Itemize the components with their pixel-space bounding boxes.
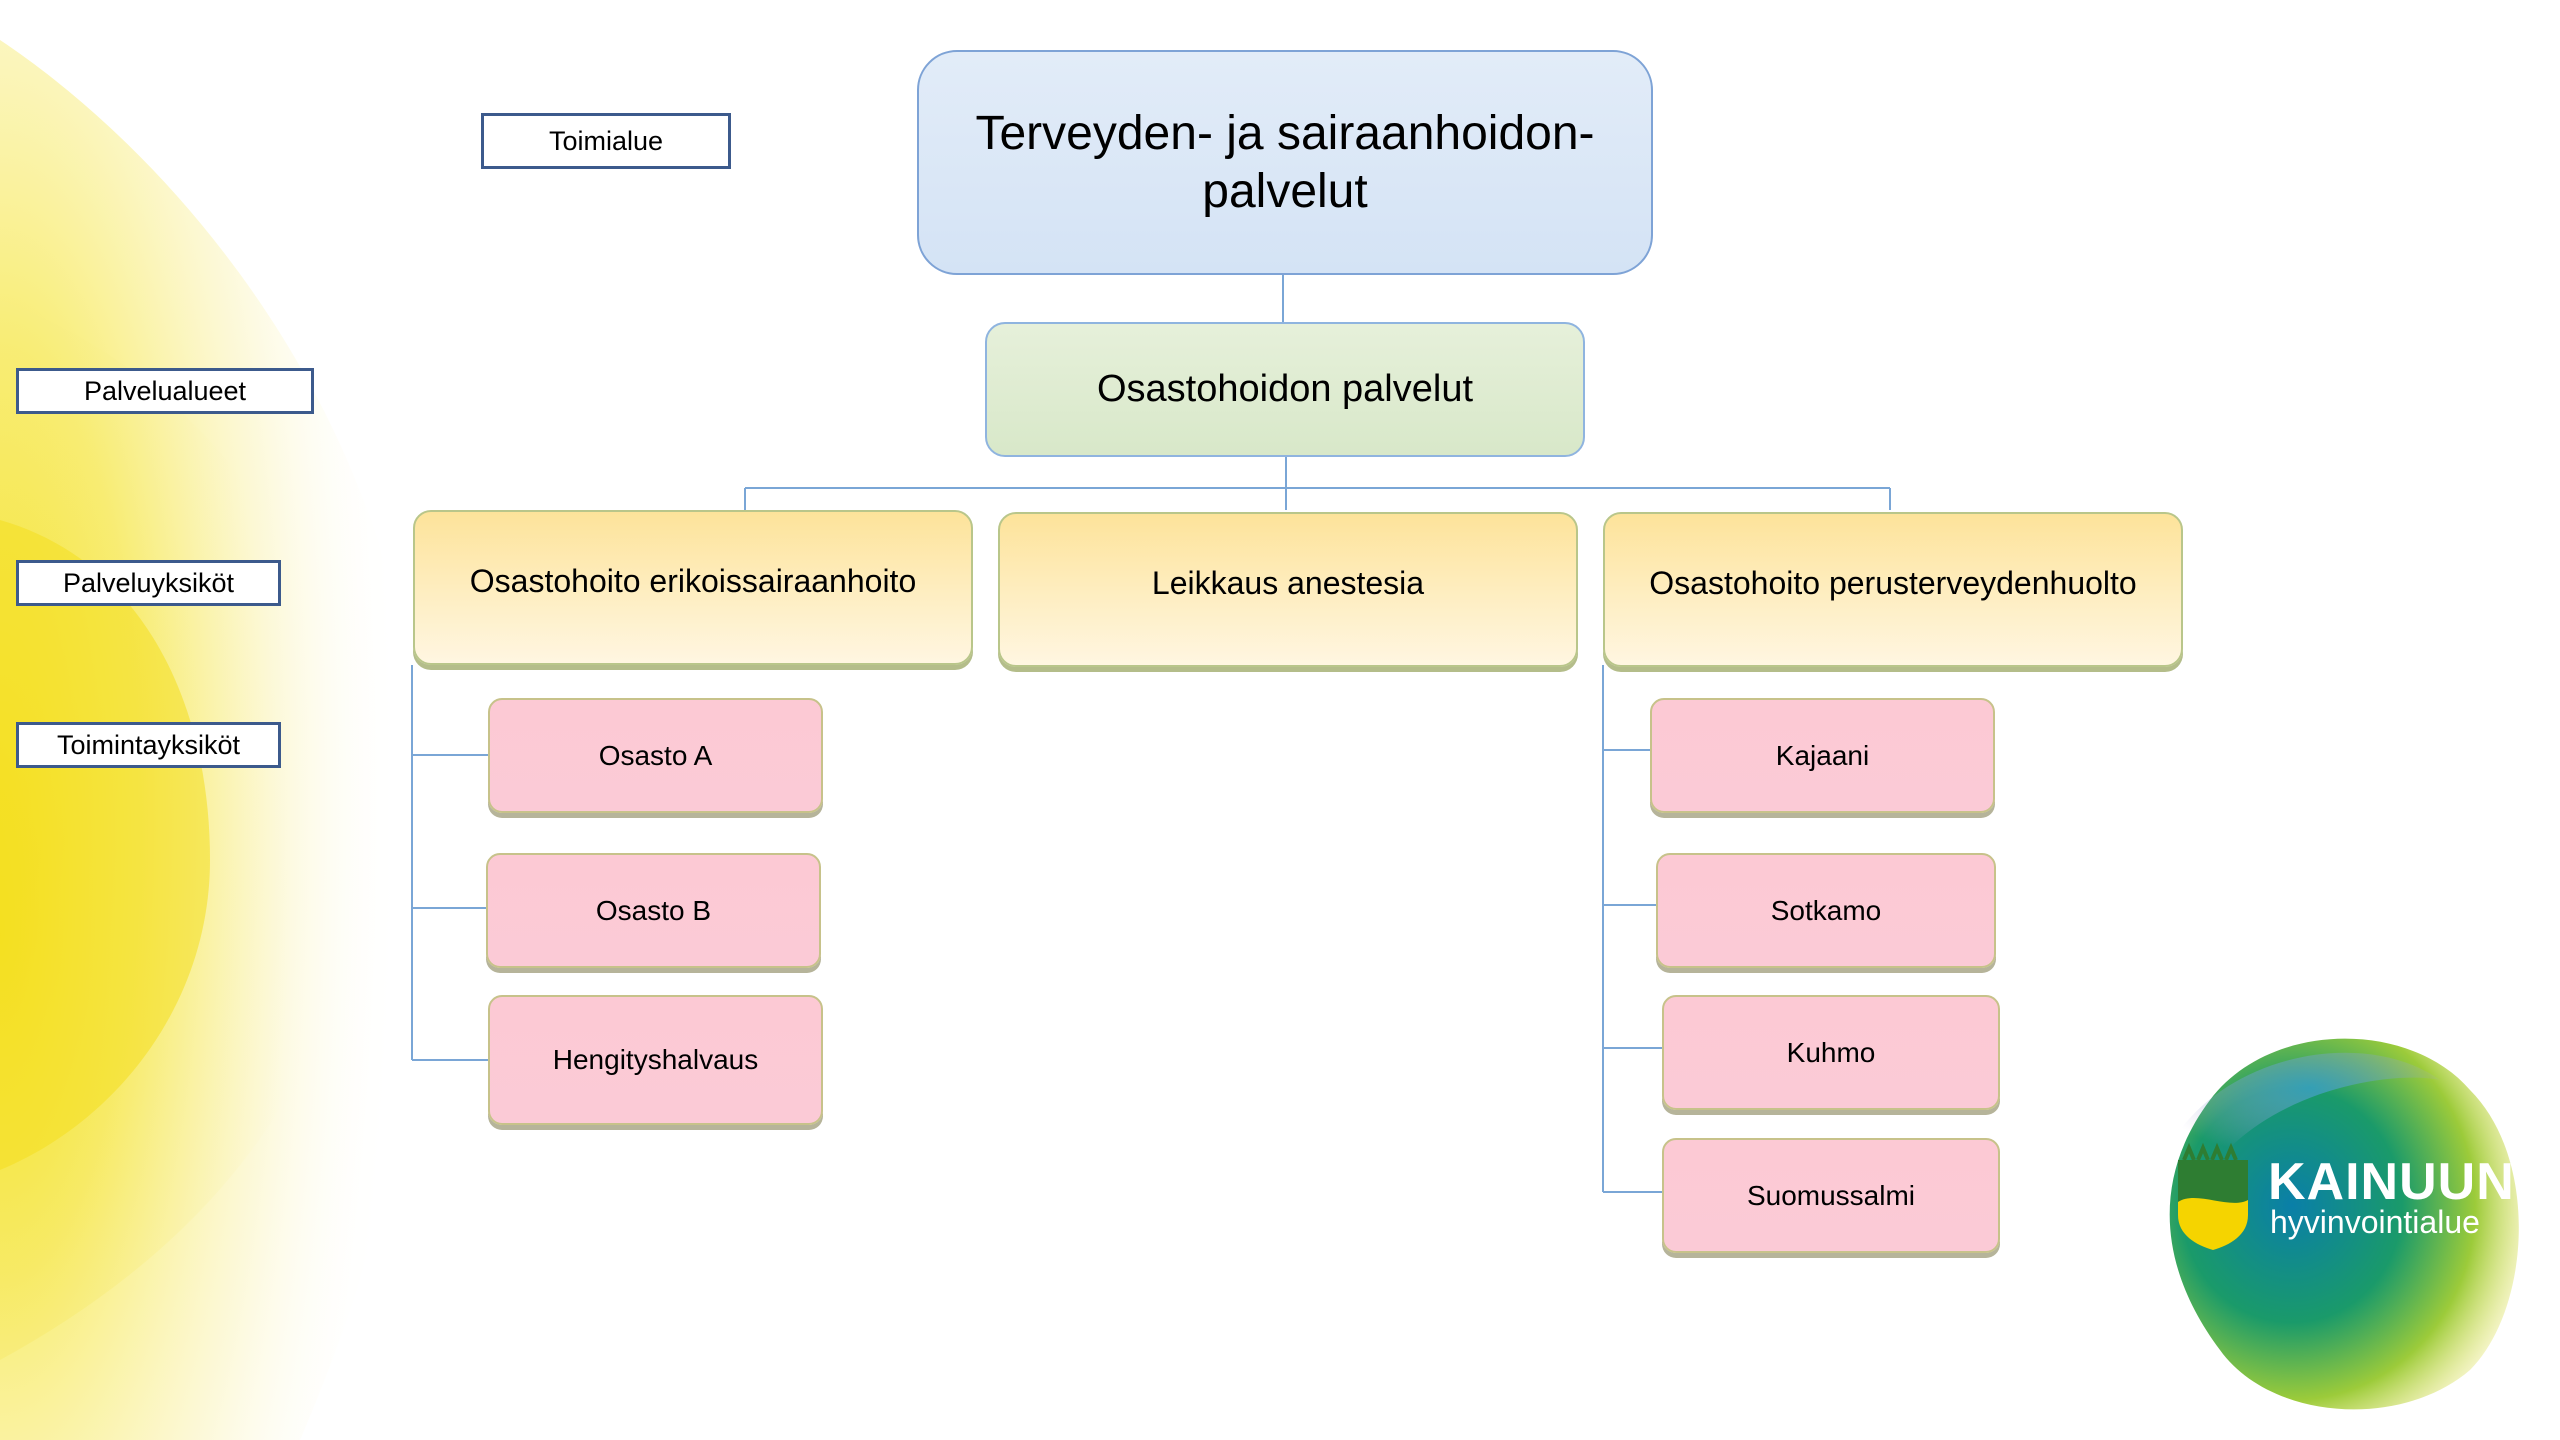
department-label: Kajaani [1775, 739, 1870, 771]
logo-subtitle: hyvinvointialue [2270, 1204, 2480, 1240]
label-palvelualueet: Palvelualueet [16, 368, 314, 414]
department-node: Suomussalmi [1662, 1138, 2000, 1253]
kainuun-logo [2169, 1038, 2519, 1410]
department-label: Suomussalmi [1746, 1179, 1916, 1211]
unit-label: Osastohoito erikoissairaanhoito [469, 563, 917, 599]
department-node: Sotkamo [1656, 853, 1996, 968]
unit-node-erikoissairaanhoito: Osastohoito erikoissairaanhoito [413, 510, 973, 665]
department-node: Osasto B [486, 853, 821, 968]
department-node: Osasto A [488, 698, 823, 813]
label-toimialue: Toimialue [481, 113, 731, 169]
department-label: Osasto A [598, 739, 713, 771]
unit-node-perusterveydenhuolto: Osastohoito perusterveydenhuolto [1603, 512, 2183, 667]
unit-label: Osastohoito perusterveydenhuolto [1649, 565, 2137, 601]
unit-label: Leikkaus anestesia [1151, 565, 1425, 601]
department-label: Sotkamo [1770, 894, 1882, 926]
org-root-node: Terveyden- ja sairaanhoidon- palvelut [917, 50, 1653, 275]
background-swirl [0, 40, 424, 1440]
logo-title: KAINUUN [2268, 1153, 2515, 1211]
department-node: Kuhmo [1662, 995, 2000, 1110]
label-palveluyksikot: Palveluyksiköt [16, 560, 281, 606]
service-area-node: Osastohoidon palvelut [985, 322, 1585, 457]
department-label: Hengityshalvaus [552, 1044, 759, 1075]
department-label: Osasto B [595, 894, 712, 926]
unit-node-leikkaus-anestesia: Leikkaus anestesia [998, 512, 1578, 667]
department-label: Kuhmo [1786, 1036, 1876, 1068]
department-node: Kajaani [1650, 698, 1995, 813]
shield-icon [2178, 1142, 2248, 1250]
org-root-label: Terveyden- ja sairaanhoidon- palvelut [975, 106, 1595, 218]
label-toimintayksikot: Toimintayksiköt [16, 722, 281, 768]
department-node: Hengityshalvaus [488, 995, 823, 1125]
service-area-label: Osastohoidon palvelut [1096, 368, 1474, 410]
